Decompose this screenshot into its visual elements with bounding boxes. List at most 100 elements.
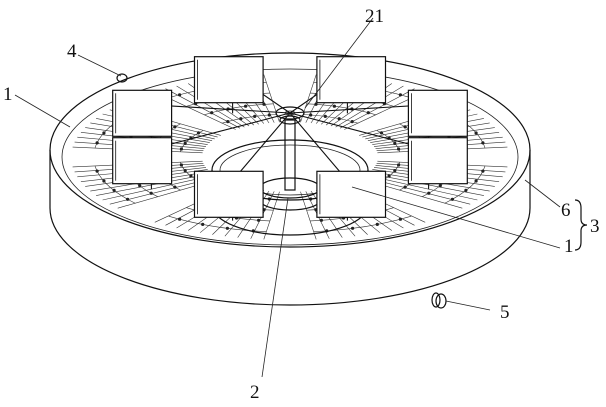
label-4: 4: [67, 41, 77, 62]
grating-node: [379, 131, 384, 135]
grating-node: [262, 102, 266, 106]
grating-node: [179, 163, 183, 167]
grating-node: [138, 184, 142, 188]
grating-node: [350, 120, 354, 124]
grating-node: [474, 179, 478, 183]
grating-node: [474, 131, 478, 135]
label-2: 2: [250, 382, 260, 403]
grating-node: [178, 93, 182, 97]
panel: [193, 56, 264, 104]
grating-node: [397, 147, 401, 151]
grating-node: [178, 217, 182, 221]
grating-node: [375, 222, 379, 226]
grating-node: [398, 93, 402, 97]
grating-node: [226, 120, 230, 124]
grating-node: [427, 191, 431, 195]
grating-node: [387, 174, 391, 178]
grating-node: [319, 218, 323, 222]
grating-node: [332, 104, 336, 108]
grating-node: [337, 117, 341, 121]
panel: [316, 56, 387, 104]
grating-node: [210, 111, 214, 115]
grating-node: [173, 125, 177, 129]
grating-node: [438, 184, 442, 188]
label-5: 5: [500, 302, 510, 323]
panel: [193, 170, 264, 218]
grating-rail: [168, 215, 267, 232]
grating-node: [403, 185, 407, 189]
label-3: 3: [590, 216, 600, 237]
grating-node: [95, 141, 99, 145]
grating-node: [351, 226, 355, 230]
label-21: 21: [365, 6, 384, 27]
grating-node: [397, 163, 401, 167]
grating-node: [257, 218, 261, 222]
grating-rail: [303, 114, 359, 124]
grating-node: [244, 104, 248, 108]
panel-face: [193, 170, 264, 218]
panel-face: [407, 89, 468, 137]
central-pillar: [259, 115, 321, 211]
grating-node: [196, 131, 201, 135]
grating-node: [183, 141, 187, 145]
grating-node: [201, 222, 205, 226]
grating-node: [398, 217, 402, 221]
grating-node: [267, 113, 271, 117]
grating-node: [253, 114, 257, 118]
grating-node: [464, 188, 468, 192]
grating-node: [309, 113, 313, 117]
grating-node: [112, 188, 116, 192]
rim-fitting: [116, 73, 128, 83]
grating-node: [183, 169, 187, 173]
grating-node: [173, 185, 177, 189]
panel: [112, 89, 173, 137]
panel: [112, 137, 173, 185]
grating-rail: [306, 103, 376, 116]
panel: [316, 170, 387, 218]
radial-arm: [289, 112, 429, 150]
grating-node: [393, 141, 397, 145]
callout-labels: 1 4 21 6 3 1 5 2: [3, 6, 600, 403]
panel-face: [193, 56, 264, 104]
outlet-pipe: [431, 292, 447, 309]
panel-face: [316, 170, 387, 218]
leader-lines: [14, 17, 588, 378]
grating-node: [366, 111, 370, 115]
panel-face: [407, 137, 468, 185]
panel-face: [316, 56, 387, 104]
grating-node: [481, 169, 485, 173]
panel-face: [112, 137, 173, 185]
label-1-right: 1: [564, 236, 574, 257]
grating-node: [102, 131, 106, 135]
label-6: 6: [561, 200, 571, 221]
grating-rail: [313, 215, 412, 232]
radial-arm: [289, 104, 429, 114]
grating-node: [450, 197, 454, 201]
grating-node: [314, 102, 318, 106]
panel-face: [112, 89, 173, 137]
radial-arm: [151, 104, 291, 114]
grating-node: [102, 179, 106, 183]
grating-node: [149, 191, 153, 195]
grating-rail: [221, 114, 277, 124]
grating-node: [239, 117, 243, 121]
label-1-left: 1: [3, 84, 13, 105]
panel: [407, 89, 468, 137]
panels: [112, 56, 468, 218]
outer-tank: [49, 52, 531, 306]
grating-node: [95, 169, 99, 173]
radial-arm: [289, 112, 348, 181]
grating-node: [393, 169, 397, 173]
grating-node: [403, 125, 407, 129]
grating-node: [126, 197, 130, 201]
radial-arm: [232, 112, 291, 181]
panel: [407, 137, 468, 185]
grating-node: [189, 174, 193, 178]
grating-node: [179, 147, 183, 151]
grating-node: [323, 114, 327, 118]
grating-node: [481, 141, 485, 145]
hub: [275, 106, 305, 120]
grating-node: [225, 226, 229, 230]
radial-arm: [151, 112, 291, 150]
